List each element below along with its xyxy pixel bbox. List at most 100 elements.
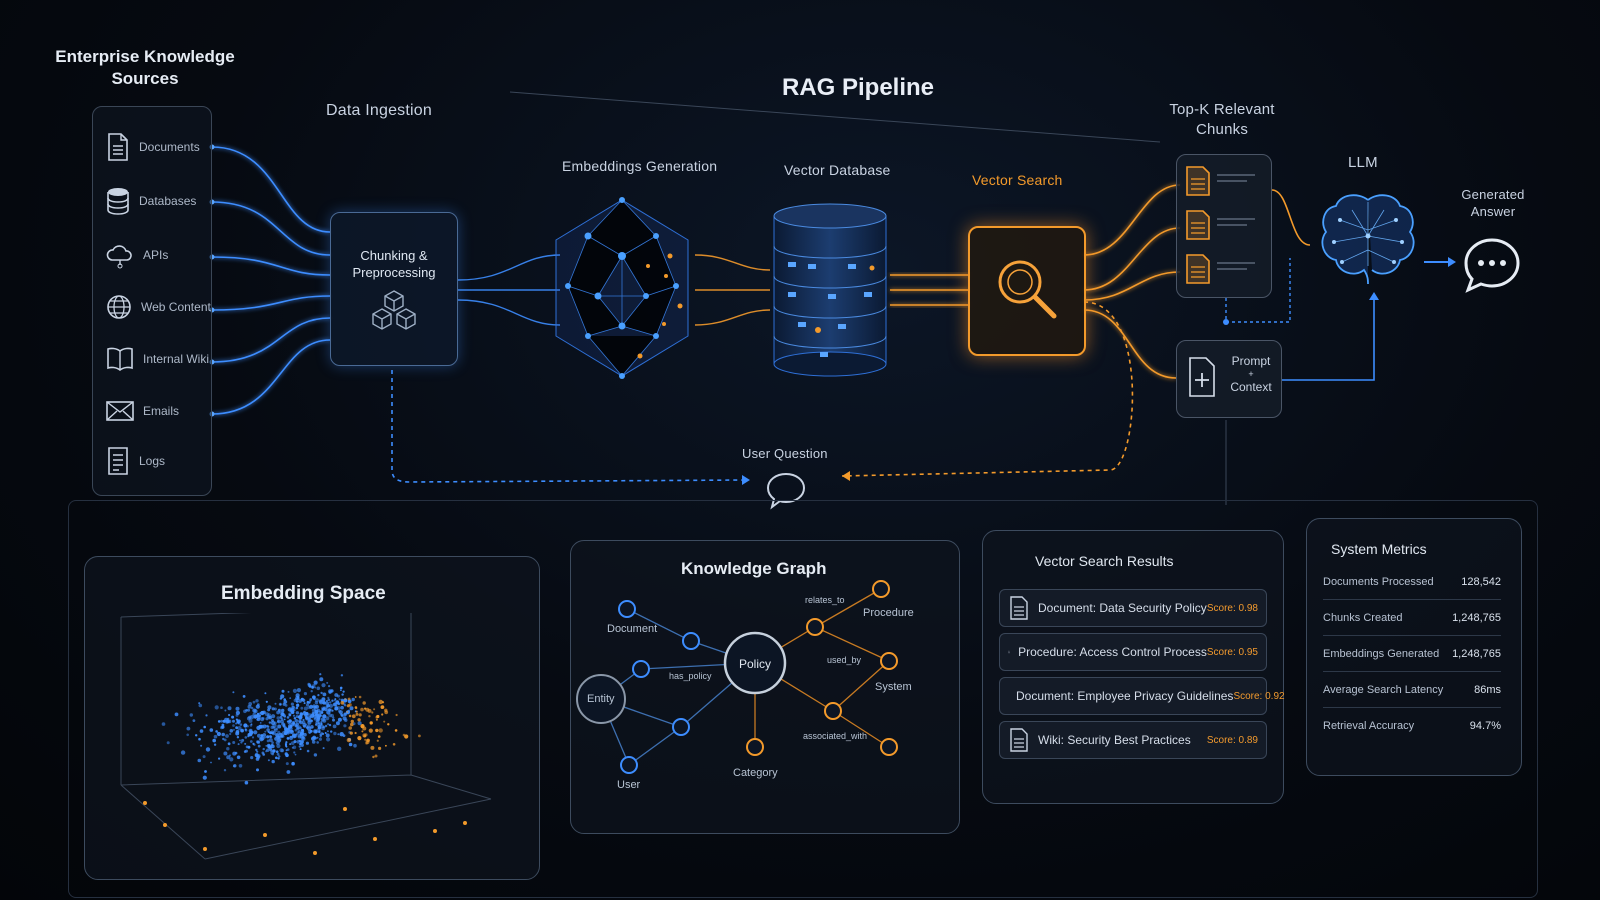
search-result-row[interactable]: Procedure: Access Control Process Score:… [999, 633, 1267, 671]
embedding-point [241, 738, 245, 742]
embedding-point [236, 736, 240, 739]
embedding-point [223, 751, 228, 756]
embedding-point [232, 765, 236, 768]
embedding-point [295, 703, 300, 708]
speech-bubble-icon[interactable] [764, 470, 808, 510]
embedding-point [253, 743, 256, 746]
embedding-point [235, 731, 240, 736]
embedding-point [229, 729, 234, 733]
embedding-point [387, 723, 390, 726]
embedding-scatter-graphic [120, 613, 492, 860]
source-apis[interactable]: APIs [105, 237, 209, 273]
embedding-point [198, 737, 201, 741]
source-web-content[interactable]: Web Content [105, 289, 211, 325]
embedding-point [313, 680, 318, 685]
embedding-point [342, 734, 346, 737]
embedding-point [309, 729, 313, 733]
search-result-row[interactable]: Wiki: Security Best Practices Score: 0.8… [999, 721, 1267, 759]
embedding-point [266, 739, 270, 743]
embedding-point [385, 744, 387, 747]
embedding-point [355, 707, 358, 710]
embedding-point [314, 704, 319, 709]
embedding-point [295, 715, 299, 719]
embedding-point [294, 697, 299, 701]
embedding-point [307, 718, 312, 723]
vector-search-results-panel: Vector Search Results Document: Data Sec… [982, 530, 1285, 804]
log-icon [108, 447, 128, 475]
embedding-point [319, 673, 322, 676]
chunking-box[interactable]: Chunking & Preprocessing [330, 212, 458, 366]
embedding-point [272, 749, 276, 753]
embedding-point [338, 698, 341, 701]
prompt-context-box[interactable]: Prompt + Context [1176, 340, 1282, 418]
source-emails[interactable]: Emails [105, 393, 209, 429]
kg-node-system: System [875, 681, 912, 693]
embedding-point [271, 759, 275, 764]
vector-search-box[interactable] [968, 226, 1086, 356]
embedding-point [325, 716, 330, 721]
embedding-point [327, 723, 330, 726]
embedding-point [298, 745, 301, 748]
search-result-row[interactable]: Document: Data Security Policy Score: 0.… [999, 589, 1267, 627]
embedding-point [285, 745, 288, 748]
embedding-point [319, 710, 324, 715]
embedding-point [291, 733, 296, 738]
embedding-point [204, 770, 207, 773]
embedding-point [265, 745, 268, 747]
embedding-point [314, 713, 318, 717]
embedding-point [321, 697, 326, 702]
embedding-point [344, 713, 346, 715]
embedding-point [433, 829, 437, 833]
embedding-point [266, 735, 270, 739]
embedding-point [357, 721, 362, 726]
embedding-point [300, 728, 305, 733]
embedding-point [305, 711, 309, 716]
embedding-point [332, 718, 335, 722]
metric-row: Chunks Created 1,248,765 [1323, 601, 1501, 636]
embedding-point [273, 728, 278, 733]
globe-icon [107, 295, 131, 319]
embedding-point [318, 730, 321, 733]
brain-icon [1321, 194, 1415, 285]
embedding-point [270, 743, 274, 747]
embedding-point [257, 733, 261, 738]
document-icon [1010, 596, 1028, 620]
embedding-point [256, 755, 261, 759]
embedding-point [311, 726, 314, 729]
search-result-row[interactable]: Document: Employee Privacy Guidelines Sc… [999, 677, 1285, 715]
embedding-point [325, 733, 330, 738]
embedding-point [316, 736, 319, 739]
embedding-point [340, 705, 344, 710]
embedding-point [265, 717, 269, 721]
embedding-point [261, 717, 265, 720]
embedding-point [355, 710, 358, 713]
search-result-score: Score: 0.89 [1206, 734, 1258, 746]
embedding-point [347, 699, 352, 704]
embedding-point [235, 710, 240, 715]
topk-label-line1: Top-K Relevant [1169, 101, 1275, 118]
embedding-point [277, 730, 281, 734]
embedding-point [300, 743, 304, 747]
embedding-point [228, 713, 231, 717]
embedding-point [288, 719, 292, 723]
embedding-point [203, 725, 206, 729]
embedding-point [375, 718, 378, 721]
knowledge-graph-network [576, 580, 898, 774]
embedding-point [371, 711, 374, 714]
topk-chunks-box[interactable] [1176, 154, 1272, 298]
embedding-point [291, 710, 294, 713]
source-databases[interactable]: Databases [105, 183, 209, 219]
source-logs[interactable]: Logs [105, 443, 209, 479]
embedding-point [311, 705, 315, 708]
embedding-point [308, 685, 312, 688]
source-documents[interactable]: Documents [105, 129, 209, 165]
source-internal-wiki[interactable]: Internal Wiki [105, 341, 209, 377]
embedding-point [186, 726, 191, 731]
embedding-point [232, 728, 235, 731]
embedding-point [221, 732, 225, 737]
embedding-point [280, 719, 284, 724]
embedding-point [271, 714, 276, 719]
source-label: Web Content [141, 300, 211, 314]
embedding-point [273, 721, 277, 725]
